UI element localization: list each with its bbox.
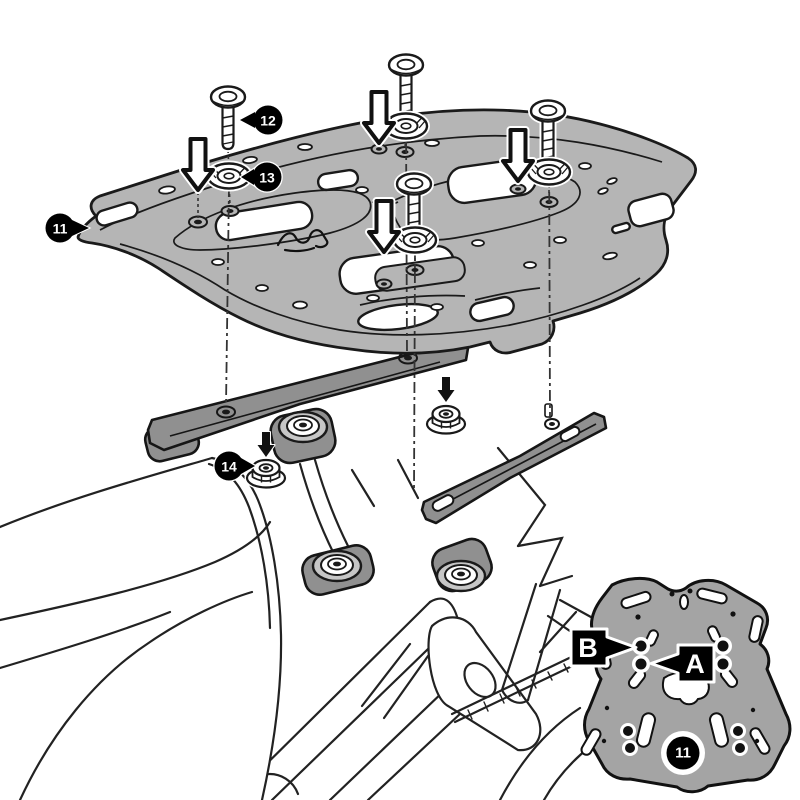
tail-cowl [0, 456, 283, 800]
flange-nut-2 [427, 406, 465, 434]
rubber-grommet [311, 549, 363, 583]
rubber-grommet [277, 410, 329, 444]
position-label-A: A [649, 643, 716, 684]
position-label-B: B [569, 627, 638, 668]
license-bracket [427, 616, 542, 752]
bar-left-lower-mount [301, 544, 375, 596]
insert-arrow-icon [183, 139, 213, 190]
callout-14: 14 [213, 450, 258, 482]
engraved-logo [276, 229, 329, 253]
callout-12: 12 [237, 104, 284, 136]
adapter-bar-left [143, 340, 470, 465]
insert-arrow-icon [364, 92, 394, 143]
inset-mount-holes [601, 588, 760, 756]
plate-corner-slots [95, 192, 675, 332]
position-letter-b: B [578, 633, 598, 663]
mount-stud [544, 403, 553, 418]
callout-14-number: 14 [221, 459, 237, 475]
mount-stud-lines [298, 458, 420, 556]
inset-badge-number: 11 [675, 745, 691, 762]
chain-adjuster-rod [450, 648, 591, 724]
callout-11-number: 11 [53, 221, 68, 237]
callout-13: 13 [238, 161, 283, 193]
centerline-1 [225, 185, 230, 407]
screw-2 [389, 55, 423, 118]
insert-arrow-icon [369, 201, 399, 252]
down-arrow-icon [436, 376, 456, 403]
plate-small-holes [158, 139, 618, 311]
inset-plate-badge: 11 [661, 731, 705, 775]
plate-cutouts [214, 157, 538, 295]
insert-arrow-icon [503, 130, 533, 181]
callout-11: 11 [44, 212, 92, 244]
screw-1 [211, 87, 245, 150]
callout-12-number: 12 [260, 113, 276, 129]
adapter-bar-right [420, 403, 608, 593]
motorcycle-line-art [228, 446, 616, 800]
position-letter-a: A [685, 649, 705, 679]
centerline-4 [413, 249, 416, 493]
rubber-grommet [435, 559, 487, 593]
inset-rack-plate: 11 [580, 576, 792, 794]
callout-13-number: 13 [259, 170, 275, 186]
